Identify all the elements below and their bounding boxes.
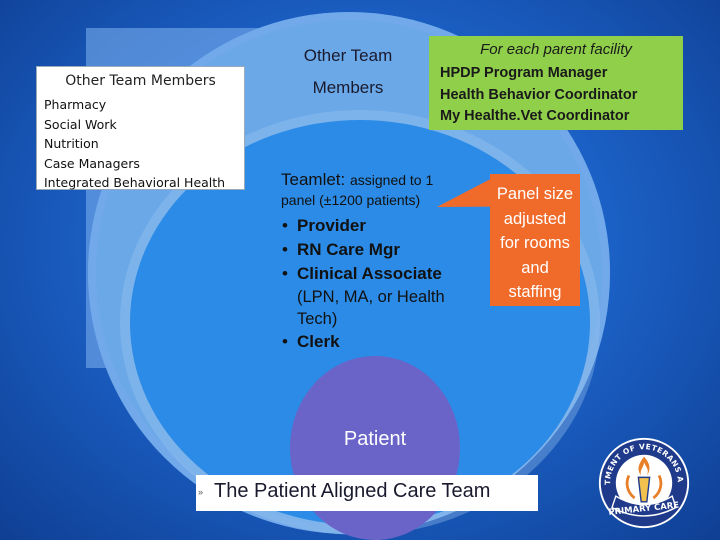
list-item: Social Work: [44, 116, 117, 132]
list-item: Nutrition: [44, 136, 99, 151]
teamlet-member-list: Provider RN Care Mgr Clinical Associate …: [280, 214, 465, 354]
list-item: My Healthe.Vet Coordinator: [440, 108, 630, 124]
teamlet-member: Clerk: [297, 332, 340, 351]
panel-size-callout: Panel size adjusted for rooms and staffi…: [490, 174, 580, 306]
list-item: HPDP Program Manager: [440, 65, 608, 81]
callout-line: staffing: [508, 283, 562, 301]
teamlet-heading-suffix: assigned to 1: [349, 172, 434, 188]
list-item: RN Care Mgr: [280, 238, 465, 262]
list-item: Provider: [280, 214, 465, 238]
other-team-center-line1: Other Team: [303, 46, 393, 65]
bullet-icon: »: [198, 487, 204, 497]
list-item: Pharmacy: [44, 97, 107, 112]
list-item: Health Behavior Coordinator: [440, 86, 638, 103]
pact-title-box: » The Patient Aligned Care Team: [196, 475, 538, 511]
teamlet-heading: Teamlet: assigned to 1: [281, 170, 433, 190]
va-primary-care-logo-icon: DEPARTMENT OF VETERANS AFFAIRS PRIMARY C…: [597, 436, 690, 529]
teamlet-member: Clinical Associate: [297, 264, 442, 283]
callout-line: adjusted: [503, 209, 567, 228]
list-item: Case Managers: [44, 155, 140, 171]
other-team-list: Pharmacy Social Work Nutrition Case Mana…: [44, 95, 225, 193]
teamlet-panel-size: panel (±1200 patients): [281, 192, 421, 208]
other-team-title: Other Team Members: [65, 73, 216, 89]
list-item: Integrated Behavioral Health: [44, 175, 226, 190]
list-item: Clinical Associate (LPN, MA, or Health T…: [280, 262, 465, 330]
callout-line: and: [521, 258, 549, 277]
pact-title: The Patient Aligned Care Team: [214, 480, 491, 502]
other-team-center-line2: Members: [312, 78, 384, 97]
teamlet-member-note: (LPN, MA, or Health Tech): [297, 288, 445, 328]
patient-label: Patient: [343, 428, 407, 450]
list-item: Clerk: [280, 330, 465, 354]
parent-facility-heading: For each parent facility: [480, 41, 632, 58]
panel-size-callout-text: Panel size adjusted for rooms and staffi…: [490, 182, 580, 305]
other-team-members-box: Other Team Members Pharmacy Social Work …: [36, 66, 245, 190]
teamlet-heading-label: Teamlet:: [281, 170, 346, 189]
teamlet-member: Provider: [297, 216, 366, 235]
teamlet-member: RN Care Mgr: [297, 240, 400, 259]
callout-line: Panel size: [496, 185, 574, 203]
other-team-center-label: Other Team Members: [288, 40, 408, 104]
parent-facility-box: For each parent facility HPDP Program Ma…: [429, 36, 683, 130]
callout-line: for rooms: [500, 234, 570, 252]
parent-facility-list: HPDP Program Manager Health Behavior Coo…: [440, 63, 637, 128]
